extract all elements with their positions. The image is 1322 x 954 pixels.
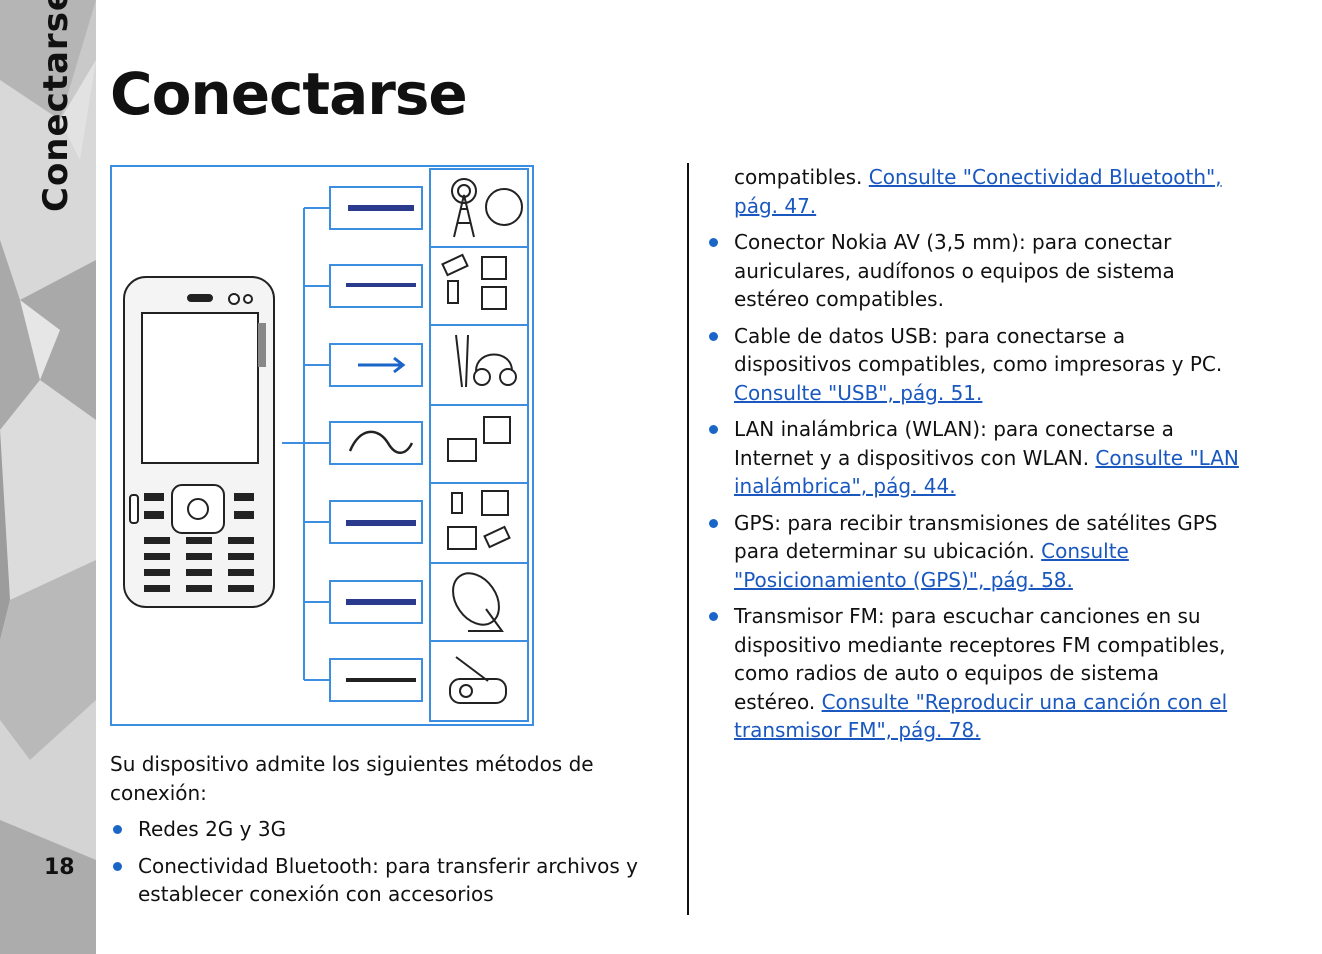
gps-satellite-icon <box>452 572 504 632</box>
list-item: Conectividad Bluetooth: para transferir … <box>110 852 650 909</box>
column-divider <box>687 163 689 915</box>
list-item: Transmisor FM: para escuchar canciones e… <box>706 602 1246 745</box>
list-item: LAN inalámbrica (WLAN): para conectarse … <box>706 415 1246 501</box>
list-item: Cable de datos USB: para conectarse a di… <box>706 322 1246 408</box>
list-item: Conector Nokia AV (3,5 mm): para conecta… <box>706 228 1246 314</box>
list-item: Redes 2G y 3G <box>110 815 650 844</box>
left-bullet-list: Redes 2G y 3G Conectividad Bluetooth: pa… <box>110 815 650 909</box>
phone-illustration <box>123 276 275 608</box>
wlan-devices-icon <box>447 490 511 550</box>
right-column: compatibles. Consulte "Conectividad Blue… <box>706 163 1246 753</box>
gsm-tower-icon <box>451 178 523 238</box>
headset-icon <box>455 334 517 388</box>
page-number: 18 <box>44 855 75 880</box>
right-bullet-list: compatibles. Consulte "Conectividad Blue… <box>706 163 1246 745</box>
sidebar-section-title: Conectarse <box>36 0 76 212</box>
list-item: compatibles. Consulte "Conectividad Blue… <box>734 165 1222 218</box>
page-title: Conectarse <box>110 60 468 128</box>
list-item: GPS: para recibir transmisiones de satél… <box>706 509 1246 595</box>
cross-reference-link[interactable]: Consulte "Reproducir una canción con el … <box>734 689 1228 743</box>
usb-printer-pc-icon <box>447 416 511 462</box>
fm-radio-icon <box>449 656 507 704</box>
cross-reference-link[interactable]: Consulte "USB", pág. 51. <box>734 380 983 405</box>
bluetooth-devices-icon <box>441 253 507 310</box>
connectivity-figure <box>110 165 534 726</box>
sidebar: Conectarse 18 <box>0 0 96 954</box>
cross-reference-link[interactable]: Consulte "Conectividad Bluetooth", pág. … <box>734 165 1222 218</box>
cross-reference-link[interactable]: Consulte "LAN inalámbrica", pág. 44. <box>734 445 1239 499</box>
cross-reference-link[interactable]: Consulte "Posicionamiento (GPS)", pág. 5… <box>734 539 1129 592</box>
sidebar-pattern <box>0 0 96 954</box>
left-column: Su dispositivo admite los siguientes mét… <box>110 750 650 917</box>
intro-paragraph: Su dispositivo admite los siguientes mét… <box>110 752 594 805</box>
